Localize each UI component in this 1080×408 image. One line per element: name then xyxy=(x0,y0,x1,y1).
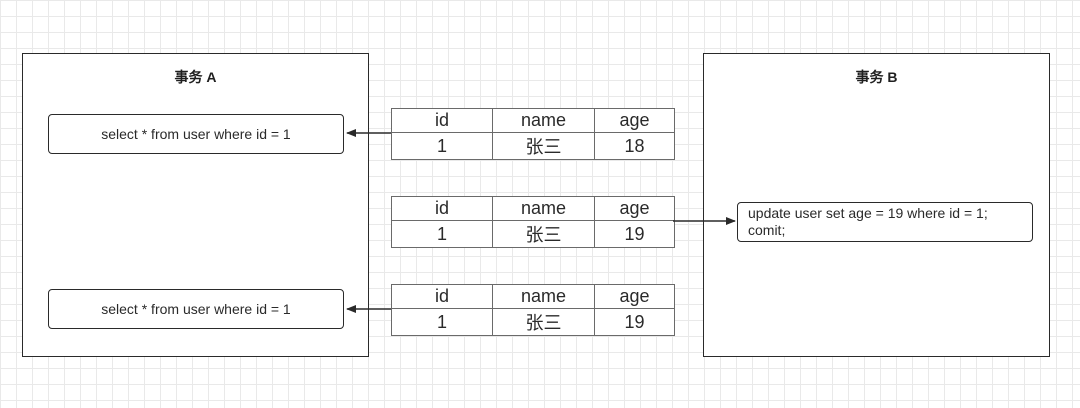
transaction-a-title: 事务 A xyxy=(174,69,217,85)
commit-statement-line: comit; xyxy=(748,222,786,238)
table-header-row: id name age xyxy=(391,108,675,133)
transaction-b-box: 事务 B update user set age = 19 where id =… xyxy=(703,53,1050,357)
transaction-b-update-statement: update user set age = 19 where id = 1; c… xyxy=(737,202,1033,242)
transaction-a-query-2: select * from user where id = 1 xyxy=(48,289,344,329)
transaction-b-title: 事务 B xyxy=(855,69,898,85)
update-statement-line: update user set age = 19 where id = 1; xyxy=(748,205,988,221)
header-name: name xyxy=(492,108,595,133)
table-row: 1 张三 18 xyxy=(391,132,675,160)
header-name: name xyxy=(492,284,595,309)
cell-name: 张三 xyxy=(492,308,595,336)
header-name: name xyxy=(492,196,595,221)
user-table-3: id name age 1 张三 19 xyxy=(391,284,675,336)
cell-age: 19 xyxy=(594,220,675,248)
user-table-2: id name age 1 张三 19 xyxy=(391,196,675,248)
cell-name: 张三 xyxy=(492,220,595,248)
header-age: age xyxy=(594,284,675,309)
cell-name: 张三 xyxy=(492,132,595,160)
transaction-a-query-1: select * from user where id = 1 xyxy=(48,114,344,154)
cell-id: 1 xyxy=(391,132,493,160)
cell-id: 1 xyxy=(391,308,493,336)
cell-id: 1 xyxy=(391,220,493,248)
table-header-row: id name age xyxy=(391,196,675,221)
cell-age: 18 xyxy=(594,132,675,160)
user-table-1: id name age 1 张三 18 xyxy=(391,108,675,160)
table-header-row: id name age xyxy=(391,284,675,309)
table-row: 1 张三 19 xyxy=(391,220,675,248)
header-age: age xyxy=(594,196,675,221)
transaction-a-box: 事务 A select * from user where id = 1 sel… xyxy=(22,53,369,357)
cell-age: 19 xyxy=(594,308,675,336)
table-row: 1 张三 19 xyxy=(391,308,675,336)
header-id: id xyxy=(391,108,493,133)
